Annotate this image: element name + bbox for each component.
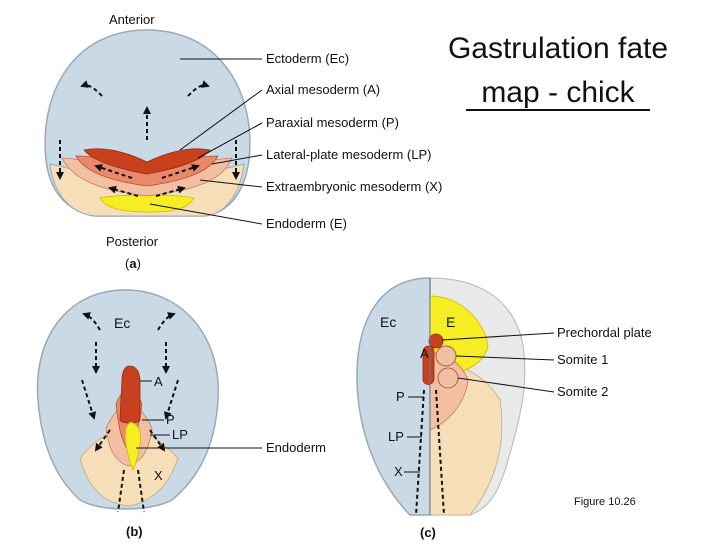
prechordal-plate-shape [428,333,444,349]
label-lateral-plate-mesoderm: Lateral-plate mesoderm (LP) [266,147,431,162]
label-a-c: A [420,346,429,361]
label-e-c: E [446,314,455,330]
axial-region [422,345,435,385]
label-somite-1: Somite 1 [557,352,608,367]
title-line-2: map - chick [481,76,635,109]
movement-arrow [82,312,101,331]
movement-arrow [187,80,210,97]
movement-arrow [155,185,186,197]
streak-line [117,469,125,513]
somite-2-shape [437,367,459,389]
panel-c: Ec E A P LP X Prechordal plate Somite 1 … [356,277,652,540]
label-endoderm-b: Endoderm [266,440,326,455]
leader-paraxial [197,122,263,159]
label-x: X [154,468,163,483]
leader-endoderm [149,203,263,225]
label-ec-c: Ec [380,314,396,330]
leader-somite-1 [455,355,555,361]
label-lp: LP [172,427,188,442]
title-line-1: Gastrulation fate [448,32,668,65]
panel-b: Ec A P LP X Endoderm (b) [36,289,326,539]
axial-region [119,365,141,424]
endoderm-region [124,421,141,471]
label-a: A [154,374,163,389]
label-paraxial-mesoderm: Paraxial mesoderm (P) [266,115,399,130]
figure-caption: Figure 10.26 [574,496,636,508]
leader-prechordal [441,332,555,341]
label-x-c: X [394,464,403,479]
label-p: P [166,412,175,427]
label-somite-2: Somite 2 [557,384,608,399]
movement-arrow [108,185,139,197]
leader-somite-2 [457,377,555,393]
leader-axial [179,89,263,151]
label-ec: Ec [114,315,130,331]
panel-a-letter: (a) [125,256,141,271]
label-p-c: P [396,389,405,404]
label-axial-mesoderm: Axial mesoderm (A) [266,82,380,97]
somite-1-shape [435,345,457,367]
anterior-label: Anterior [109,12,155,27]
movement-arrow [161,164,200,179]
label-prechordal-plate: Prechordal plate [557,325,652,340]
label-ectoderm: Ectoderm (Ec) [266,51,349,66]
movement-arrow [80,80,103,97]
leader-extraembryonic [199,179,263,188]
streak-line [137,469,145,513]
label-endoderm: Endoderm (E) [266,216,347,231]
leader-lateral [211,154,263,165]
panel-c-letter: (c) [420,525,436,540]
panel-a: Anterior Posterior (a) Ectoderm (Ec) [44,12,442,271]
posterior-label: Posterior [106,234,159,249]
movement-arrow [94,164,133,179]
ectoderm-region [356,277,431,516]
panel-b-letter: (b) [126,524,143,539]
label-extraembryonic-mesoderm: Extraembryonic mesoderm (X) [266,179,442,194]
movement-arrow [157,312,176,331]
axial-region [83,148,211,175]
label-lp-c: LP [388,429,404,444]
